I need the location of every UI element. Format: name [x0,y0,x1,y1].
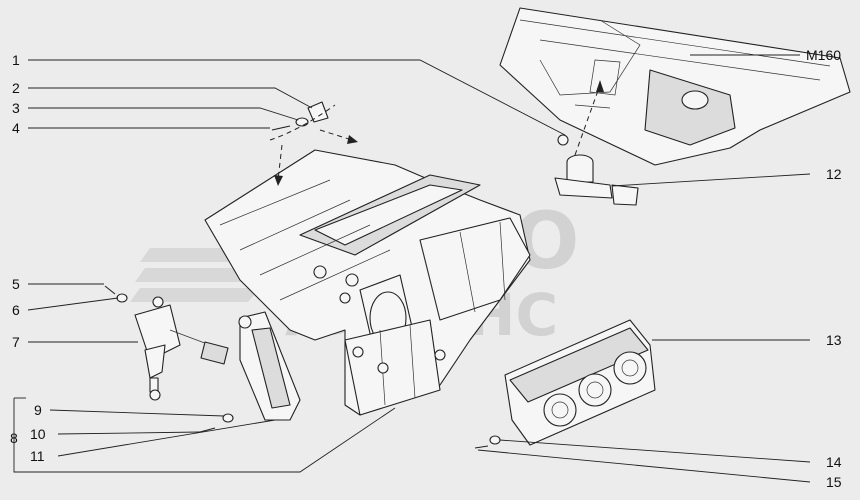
assembly-arrows [269,104,358,186]
heater-control-unit [504,319,656,446]
clip-2 [307,101,329,123]
callout-1: 1 [12,52,20,68]
callout-7: 7 [12,334,20,350]
callout-2: 2 [12,80,20,96]
screw-15 [474,445,489,449]
servo-motor [134,296,229,401]
arrow-down-icon [274,175,283,186]
callout-12: 12 [826,166,842,182]
washer-14 [489,435,501,445]
temperature-sensor [554,80,639,206]
washer-9 [222,413,234,423]
fasteners [104,101,501,449]
callout-15: 15 [826,474,842,490]
callout-5: 5 [12,276,20,292]
callout-13: 13 [826,332,842,348]
screw-10 [199,427,216,433]
flap-lever [238,311,301,421]
callout-9: 9 [34,402,42,418]
washer-6 [116,293,128,303]
washer-3 [295,117,309,127]
callout-m160: M160 [806,47,841,63]
callout-10: 10 [30,426,46,442]
dashboard-panel [499,7,851,166]
callout-8: 8 [10,430,18,446]
leader-lines [13,54,811,483]
heater-housing [204,149,531,416]
screw-4 [271,125,291,131]
callout-14: 14 [826,454,842,470]
arrow-right-icon [347,135,358,144]
callout-6: 6 [12,302,20,318]
callout-labels: 1 2 3 4 5 6 7 8 9 10 11 12 13 14 15 M160 [10,47,842,490]
callout-3: 3 [12,100,20,116]
callout-4: 4 [12,120,20,136]
arrow-up-icon [596,80,604,92]
callout-11: 11 [30,448,45,464]
screw-5 [104,285,116,295]
